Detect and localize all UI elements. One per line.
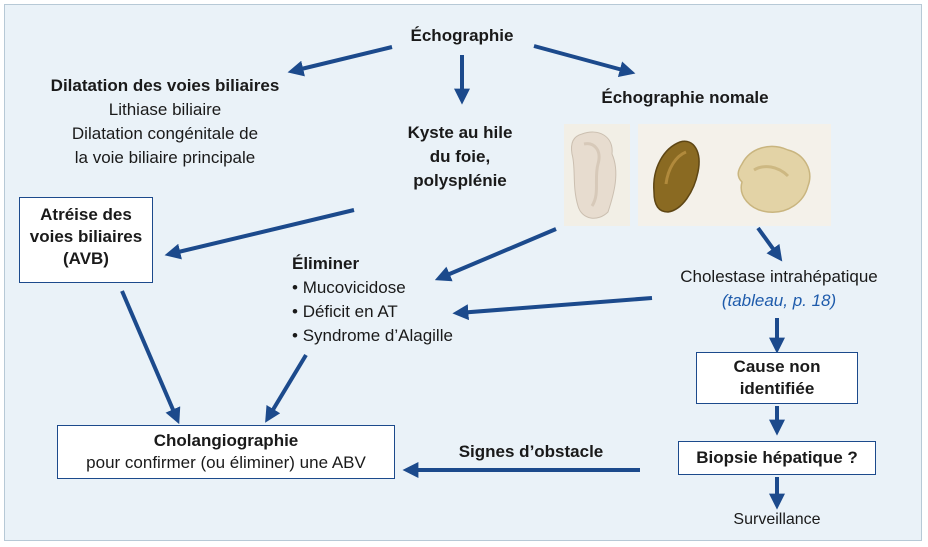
- kyste-line: polysplénie: [413, 171, 507, 190]
- eliminer-block: Éliminer Mucovicidose Déficit en AT Synd…: [292, 252, 453, 348]
- kyste-block: Kyste au hile du foie, polysplénie: [360, 121, 560, 193]
- cholestase-block: Cholestase intrahépatique (tableau, p. 1…: [664, 265, 894, 313]
- eliminer-list: Mucovicidose Déficit en AT Syndrome d’Al…: [292, 276, 453, 348]
- cholestase-reference: (tableau, p. 18): [721, 291, 837, 310]
- cause-line: identifiée: [739, 379, 815, 398]
- atresie-line: voies biliaires: [29, 227, 143, 246]
- dilatation-line: la voie biliaire principale: [74, 148, 256, 167]
- pale-white-stool-photo: [564, 124, 630, 226]
- dark-brown-stool-photo: [653, 140, 700, 213]
- arrow-atresie-to-cholangio: [120, 290, 181, 425]
- arrow-normale-to-eliminer: [434, 227, 557, 282]
- cause-box: Cause non identifiée: [696, 352, 858, 404]
- eliminer-item: Déficit en AT: [292, 300, 453, 324]
- cholangio-title: Cholangiographie: [153, 431, 299, 450]
- dilatation-line: Lithiase biliaire: [108, 100, 222, 119]
- atresie-box: Atréise des voies biliaires (AVB): [19, 197, 153, 283]
- dilatation-title: Dilatation des voies biliaires: [50, 76, 280, 95]
- echo-normale-label: Échographie nomale: [601, 88, 769, 107]
- cause-line: Cause non: [733, 357, 821, 376]
- kyste-line: du foie,: [429, 147, 491, 166]
- kyste-line: Kyste au hile: [407, 123, 513, 142]
- cholangio-subtitle: pour confirmer (ou éliminer) une ABV: [86, 453, 366, 472]
- surveillance-label: Surveillance: [733, 511, 821, 528]
- arrow-kyste-to-atresie: [164, 208, 355, 260]
- arrow-echo-to-normale: [533, 44, 636, 78]
- eliminer-item: Syndrome d’Alagille: [292, 324, 453, 348]
- eliminer-title: Éliminer: [292, 254, 360, 273]
- beige-stool-photo: [737, 145, 811, 213]
- atresie-line: Atréise des: [40, 205, 132, 224]
- arrow-images-to-cholestase: [756, 226, 783, 262]
- echographie-label: Échographie: [410, 26, 514, 45]
- cholestase-label: Cholestase intrahépatique: [680, 267, 878, 286]
- dilatation-block: Dilatation des voies biliaires Lithiase …: [30, 74, 300, 170]
- arrow-echo-to-dilatation: [287, 45, 393, 77]
- cholangio-box: Cholangiographie pour confirmer (ou élim…: [57, 425, 395, 479]
- signes-label: Signes d’obstacle: [458, 442, 604, 461]
- biopsie-box: Biopsie hépatique ?: [678, 441, 876, 475]
- atresie-line: (AVB): [63, 249, 109, 268]
- dilatation-line: Dilatation congénitale de: [71, 124, 259, 143]
- arrow-eliminer-to-cholangio: [265, 353, 308, 423]
- arrow-cholestase-to-eliminer: [452, 296, 653, 321]
- eliminer-item: Mucovicidose: [292, 276, 453, 300]
- stool-photos-pair: [638, 124, 831, 226]
